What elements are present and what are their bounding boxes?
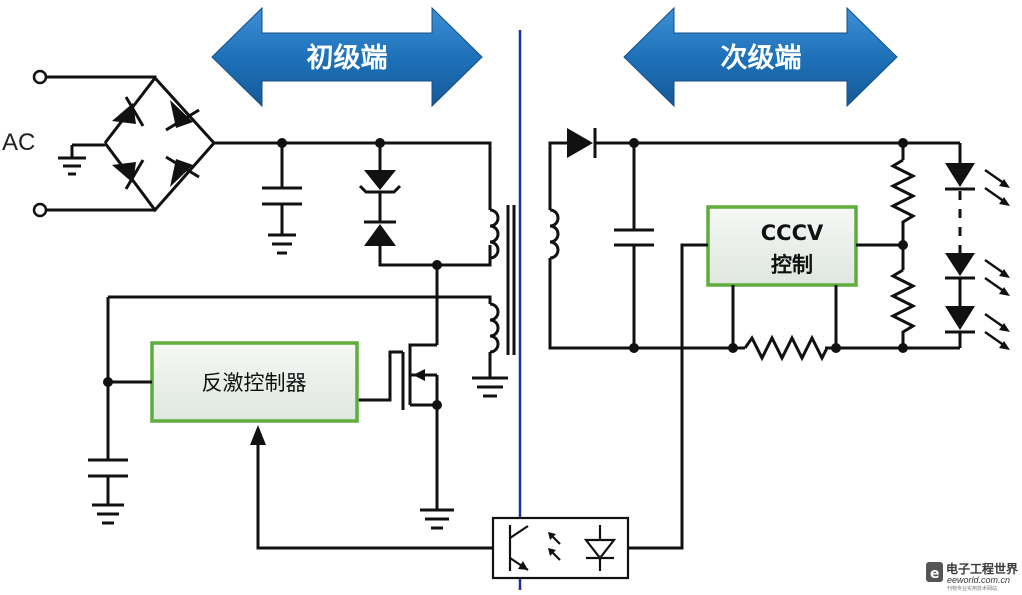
transformer-core <box>506 205 516 355</box>
bridge-rectifier <box>103 75 217 213</box>
transformer-aux-winding <box>108 295 508 398</box>
snubber-clamp <box>358 143 492 270</box>
vcc-feed-wire <box>106 297 152 384</box>
cccv-label-line2: 控制 <box>771 253 813 277</box>
led-string <box>945 143 1010 350</box>
output-capacitor <box>614 143 654 348</box>
ground-symbol-ac <box>58 143 105 176</box>
gate-drive-wire <box>357 350 403 402</box>
bulk-capacitor <box>262 143 302 255</box>
voltage-divider <box>889 138 917 353</box>
ac-label: AC <box>2 129 35 156</box>
transformer-primary-winding <box>489 208 500 260</box>
feedback-line <box>250 425 493 550</box>
watermark-brand: 电子工程世界 <box>946 561 1018 576</box>
primary-dc-bus <box>214 141 492 210</box>
current-sense-resistor <box>743 334 829 362</box>
primary-side-arrow: 初级端 <box>211 6 483 108</box>
watermark-tagline: 刊物专业实用技术网站 <box>947 585 997 592</box>
power-mosfet <box>401 265 454 530</box>
cccv-label-line1: CCCV <box>761 221 824 245</box>
flyback-controller-label: 反激控制器 <box>202 371 307 395</box>
secondary-side-arrow: 次级端 <box>623 6 898 108</box>
watermark-site: eeworld.com.cn <box>947 575 1010 585</box>
svg-text:e: e <box>930 566 940 582</box>
vcc-capacitor <box>88 382 128 525</box>
eeworld-watermark: e 电子工程世界 eeworld.com.cn 刊物专业实用技术网站 <box>926 561 1018 592</box>
optocoupler <box>491 516 630 580</box>
flyback-controller-box: 反激控制器 <box>150 341 359 423</box>
cccv-to-opto-wire <box>628 243 708 550</box>
secondary-side-label: 次级端 <box>721 42 802 74</box>
primary-side-label: 初级端 <box>307 42 388 74</box>
cccv-control-box: CCCV 控制 <box>706 205 858 287</box>
